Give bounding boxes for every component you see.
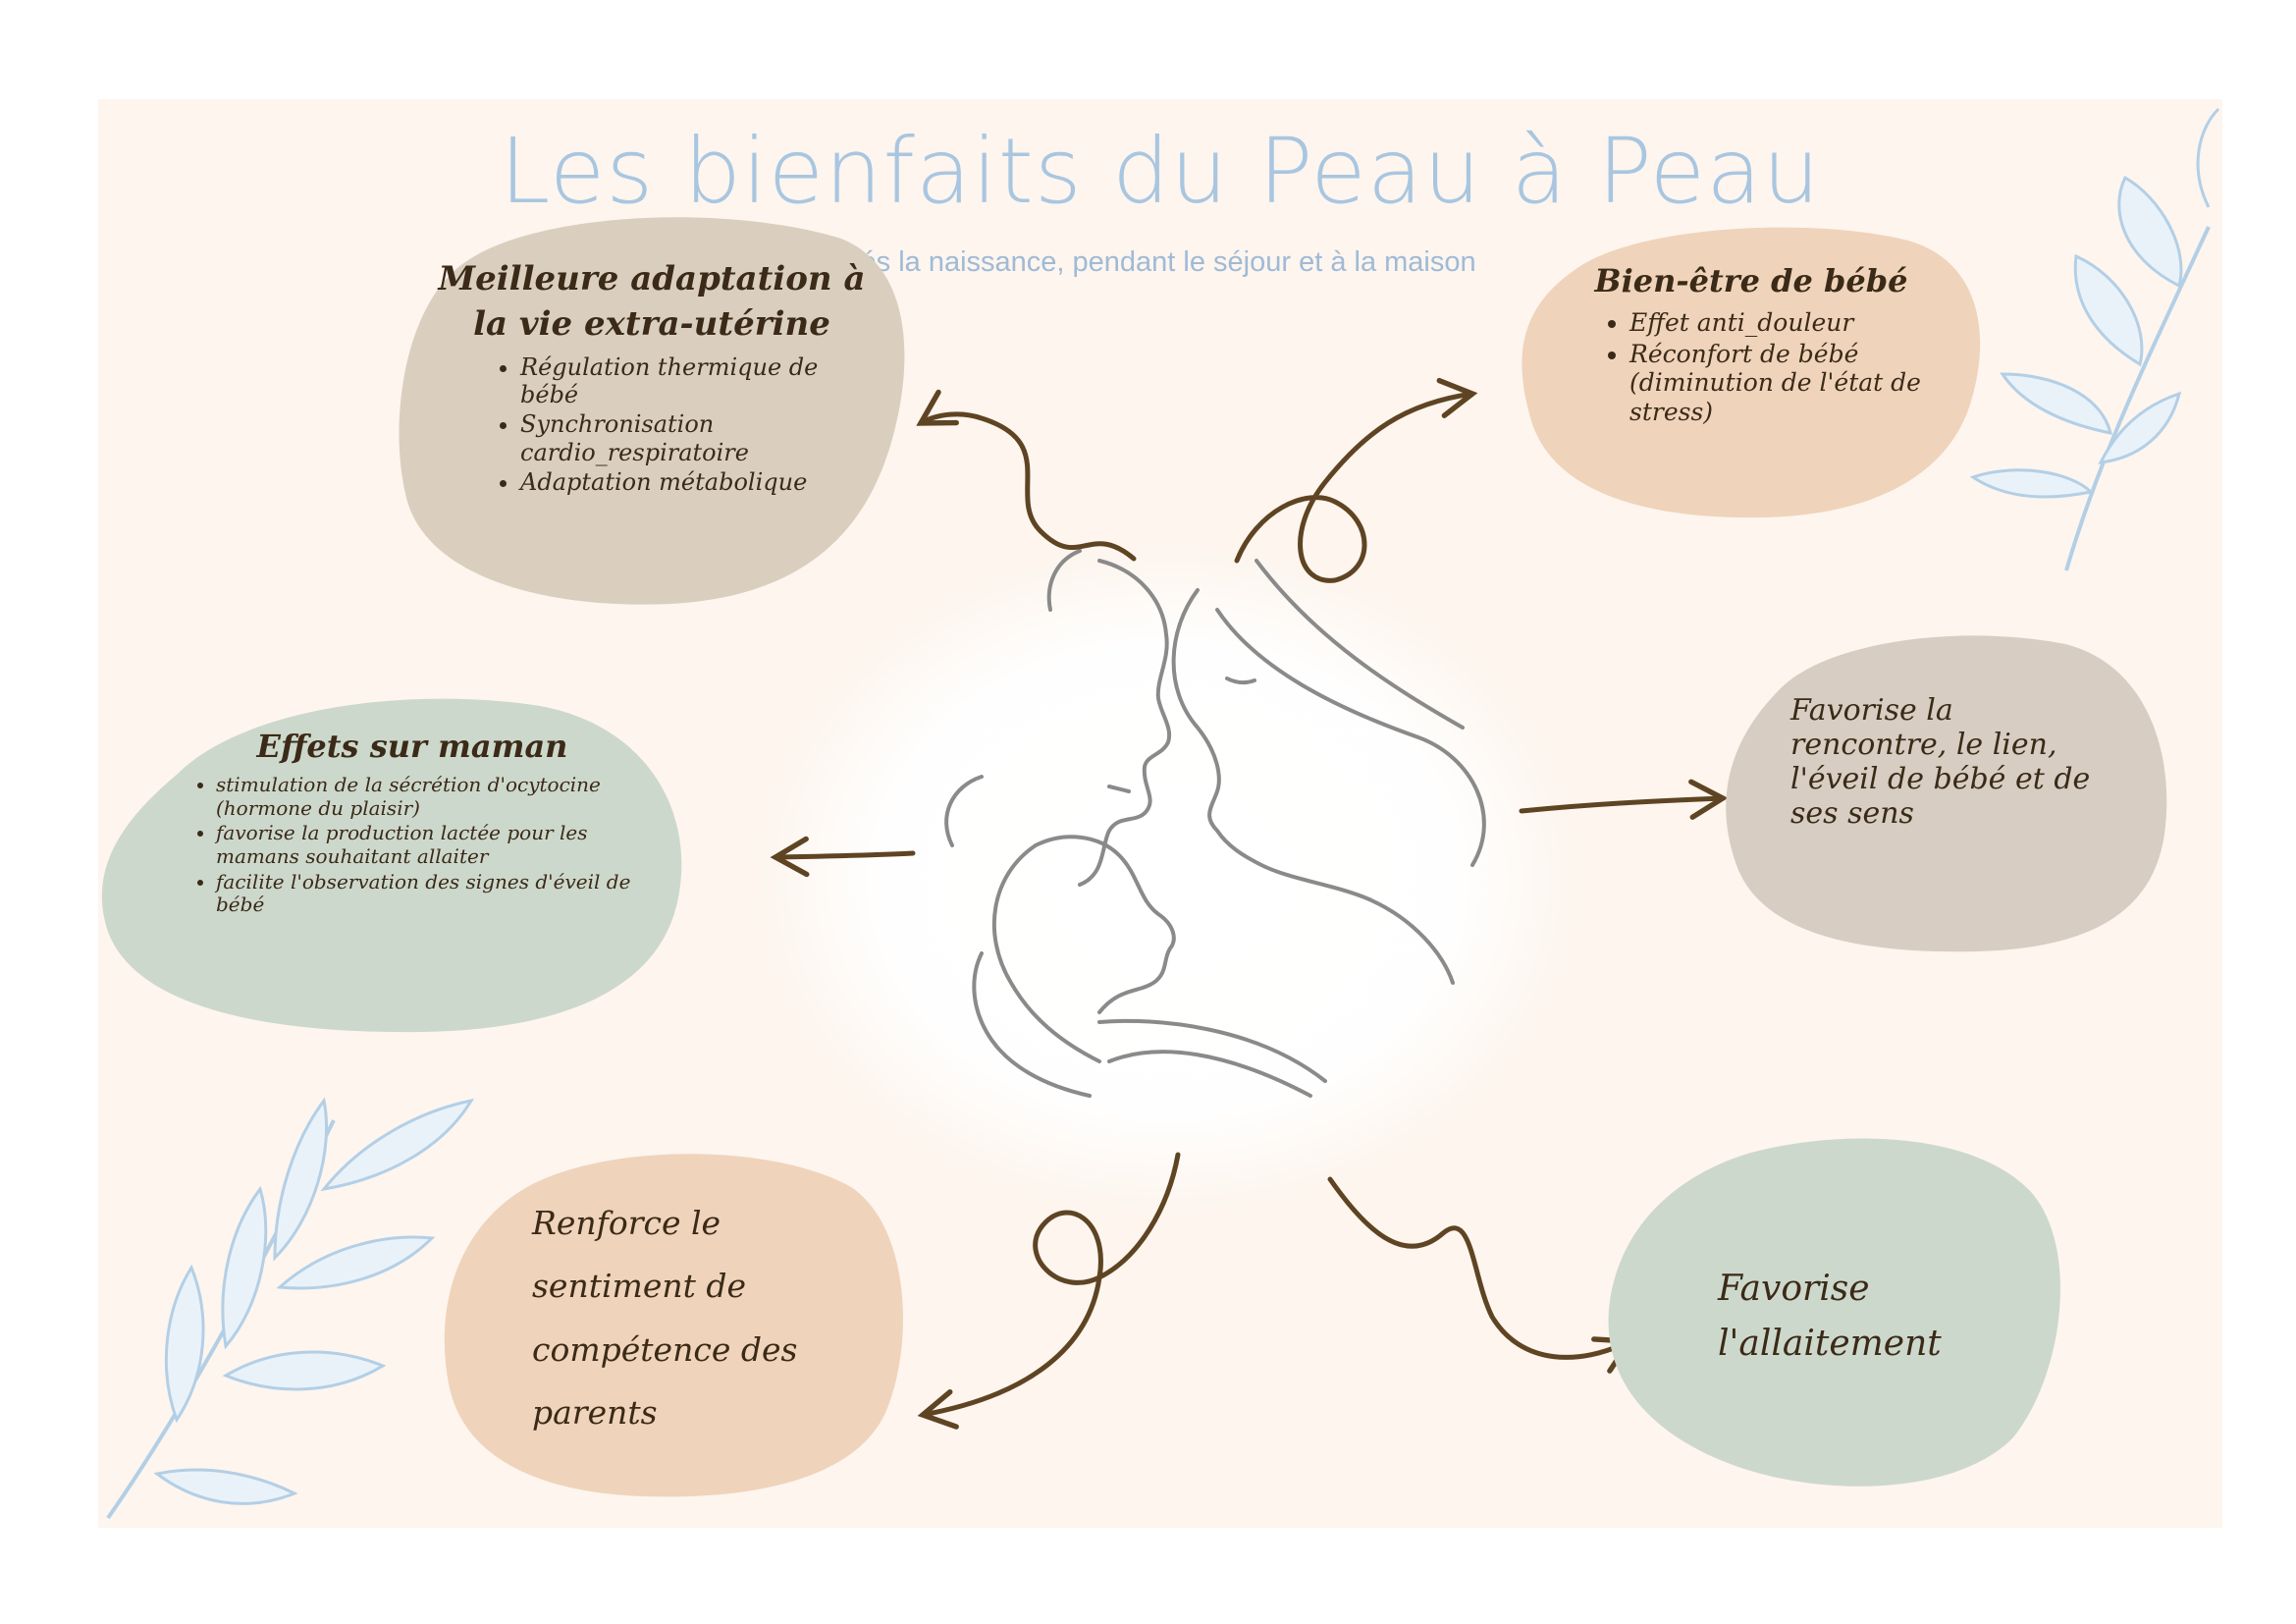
illustration-layer: [106, 107, 2220, 1520]
list-item: Synchronisation cardio_respiratoire: [520, 410, 868, 466]
page-title: Les bienfaits du Peau à Peau: [500, 119, 1821, 224]
bubble-bien-etre-list: Effet anti_douleur Réconfort de bébé (di…: [1594, 308, 1928, 426]
blob-shape: [1726, 635, 2167, 952]
blob-shape: [1608, 1138, 2060, 1487]
bubble-adaptation-content: Meilleure adaptation à la vie extra-utér…: [436, 257, 868, 498]
page-subtitle: dés la naissance, pendant le séjour et à…: [844, 246, 1476, 278]
mother-father-baby-sketch: [944, 549, 1486, 1098]
list-item: favorise la production lactée pour les m…: [216, 822, 638, 868]
bubble-bien-etre-title: Bien-être de bébé: [1594, 262, 1908, 299]
bubble-allaitement-text: Favorise l'allaitement: [1718, 1269, 1942, 1364]
bubble-rencontre-text: Favorise la rencontre, le lien, l'éveil …: [1790, 693, 2091, 831]
list-item: Adaptation métabolique: [520, 468, 868, 496]
bubble-maman-title: Effets sur maman: [256, 728, 568, 765]
list-item: stimulation de la sécrétion d'ocytocine …: [216, 773, 638, 820]
bubble-bien-etre: Bien-être de bébé Effet anti_douleur Réc…: [1516, 221, 1987, 520]
bubble-maman-content: Effets sur maman stimulation de la sécré…: [187, 726, 638, 919]
center-glow: [756, 546, 1580, 1214]
poster: Les bienfaits du Peau à Peau dés la nais…: [98, 99, 2222, 1528]
bubble-adaptation-title: Meilleure adaptation à la vie extra-utér…: [438, 259, 866, 344]
blob-shape: [444, 1154, 903, 1497]
bubble-adaptation-list: Régulation thermique de bébé Synchronisa…: [485, 353, 868, 497]
blob-shape: [1522, 227, 1981, 518]
bubble-allaitement: Favorise l'allaitement: [1600, 1134, 2065, 1489]
bubble-bien-etre-content: Bien-être de bébé Effet anti_douleur Réc…: [1575, 260, 1928, 428]
list-item: Effet anti_douleur: [1629, 308, 1928, 338]
blob-shape: [101, 698, 682, 1033]
bubble-adaptation: Meilleure adaptation à la vie extra-utér…: [397, 203, 911, 608]
blob-shape: [399, 217, 905, 605]
list-item: Réconfort de bébé (diminution de l'état …: [1629, 340, 1928, 427]
bubble-maman-list: stimulation de la sécrétion d'ocytocine …: [187, 773, 638, 917]
bubble-competence: Renforce le sentiment de compétence des …: [439, 1148, 910, 1499]
leaf-branch-icon: [106, 107, 2220, 1520]
bubble-maman: Effets sur maman stimulation de la sécré…: [98, 686, 687, 1035]
list-item: facilite l'observation des signes d'évei…: [216, 870, 638, 917]
bubble-competence-text: Renforce le sentiment de compétence des …: [532, 1204, 798, 1433]
bubble-rencontre: Favorise la rencontre, le lien, l'éveil …: [1722, 629, 2169, 953]
list-item: Régulation thermique de bébé: [520, 353, 868, 409]
curly-arrow-icon: [770, 377, 1729, 1430]
